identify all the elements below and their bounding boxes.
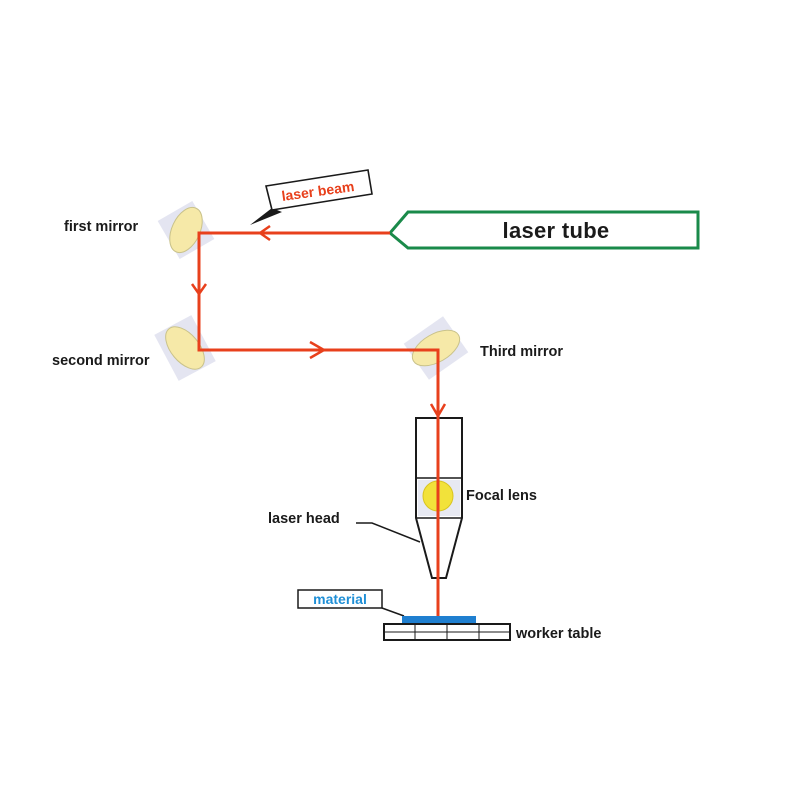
laser-beam-callout-pointer	[250, 208, 282, 225]
beam-arrow-right	[309, 340, 327, 360]
laser-tube-label: laser tube	[503, 218, 610, 243]
worker-table-label: worker table	[515, 626, 601, 642]
material-callout: material	[297, 589, 405, 617]
laser-tube-body	[387, 210, 700, 250]
beam-arrow-down	[190, 283, 208, 297]
laser-beam-path	[197, 231, 440, 616]
beam-arrow-down-head	[429, 403, 447, 419]
laser-beam-callout: laser beam	[250, 169, 373, 225]
second-mirror	[154, 315, 216, 381]
material-label: material	[313, 591, 367, 607]
material-tag	[297, 589, 383, 609]
material-sheet	[402, 616, 476, 624]
third-mirror-glass	[411, 329, 461, 367]
second-mirror-label: second mirror	[52, 353, 150, 369]
laser-head-label: laser head	[268, 511, 340, 527]
third-mirror-label: Third mirror	[480, 344, 563, 360]
laser-head-leader-line	[356, 522, 421, 543]
third-mirror	[403, 316, 469, 380]
first-mirror	[157, 200, 215, 260]
material-leader-line	[381, 607, 405, 617]
laser-beam-tag	[265, 169, 373, 211]
worker-table	[383, 623, 511, 641]
beam-arrow-left	[257, 224, 271, 242]
first-mirror-label: first mirror	[64, 219, 138, 235]
second-mirror-glass	[165, 326, 205, 370]
laser-tube: laser tube	[387, 210, 700, 250]
focal-lens-label: Focal lens	[466, 488, 537, 504]
